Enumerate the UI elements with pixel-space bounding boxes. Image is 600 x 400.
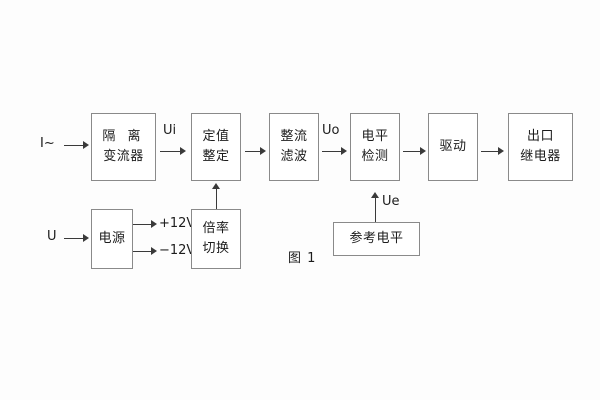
rail-positive-arrowhead — [151, 220, 157, 228]
block-reference-level[interactable]: 参考电平 — [333, 222, 420, 256]
block-power-supply-line1: 电源 — [98, 230, 126, 246]
block-reference-level-line1: 参考电平 — [349, 230, 404, 246]
ui-arrowhead — [180, 147, 186, 155]
block-isolation-ct[interactable]: 隔 离 变流器 — [91, 113, 156, 181]
current-input-line — [64, 145, 84, 146]
ue-arrowhead — [371, 192, 379, 198]
voltage-input-line — [64, 238, 84, 239]
level-to-drive-arrowhead — [420, 147, 426, 155]
figure-caption: 图 1 — [288, 251, 317, 266]
block-drive[interactable]: 驱动 — [428, 113, 478, 181]
block-level-detect[interactable]: 电平 检测 — [350, 113, 400, 181]
rail-negative-line — [133, 251, 152, 252]
block-level-detect-line1: 电平 — [361, 128, 389, 144]
voltage-input-label: U — [47, 229, 57, 244]
block-rectify-filter[interactable]: 整流 滤波 — [269, 113, 319, 181]
block-output-relay-line1: 出口 — [526, 128, 554, 144]
current-input-label: I~ — [40, 136, 55, 151]
uo-label: Uo — [322, 123, 340, 138]
block-isolation-ct-line1: 隔 离 — [102, 128, 145, 144]
voltage-input-arrowhead — [83, 234, 89, 242]
block-level-detect-line2: 检测 — [361, 149, 389, 164]
block-output-relay[interactable]: 出口 继电器 — [508, 113, 573, 181]
level-to-drive-line — [403, 151, 421, 152]
block-ratio-switch[interactable]: 倍率 切换 — [191, 209, 241, 269]
block-rectify-filter-line2: 滤波 — [280, 149, 308, 164]
block-ratio-switch-line1: 倍率 — [202, 220, 230, 236]
ue-line — [375, 198, 376, 222]
block-setting-value-line2: 整定 — [202, 149, 230, 164]
uo-line — [322, 151, 342, 152]
block-output-relay-line2: 继电器 — [520, 149, 561, 164]
setting-to-rectify-line — [245, 151, 261, 152]
ue-label: Ue — [382, 194, 400, 209]
ratio-to-setting-arrowhead — [212, 183, 220, 189]
uo-arrowhead — [341, 147, 347, 155]
block-setting-value[interactable]: 定值 整定 — [191, 113, 241, 181]
rail-positive-line — [133, 224, 152, 225]
block-ratio-switch-line2: 切换 — [202, 241, 230, 256]
rail-negative-arrowhead — [151, 247, 157, 255]
block-power-supply[interactable]: 电源 — [91, 209, 133, 269]
block-isolation-ct-line2: 变流器 — [103, 149, 144, 164]
block-setting-value-line1: 定值 — [202, 128, 230, 144]
block-rectify-filter-line1: 整流 — [280, 128, 308, 144]
rail-positive-label: +12V — [159, 216, 196, 231]
block-drive-line1: 驱动 — [439, 138, 467, 154]
ui-label: Ui — [163, 123, 177, 138]
current-input-arrowhead — [83, 141, 89, 149]
ratio-to-setting-line — [216, 189, 217, 209]
rail-negative-label: −12V — [159, 243, 196, 258]
drive-to-relay-line — [481, 151, 499, 152]
drive-to-relay-arrowhead — [498, 147, 504, 155]
ui-line — [160, 151, 181, 152]
setting-to-rectify-arrowhead — [260, 147, 266, 155]
